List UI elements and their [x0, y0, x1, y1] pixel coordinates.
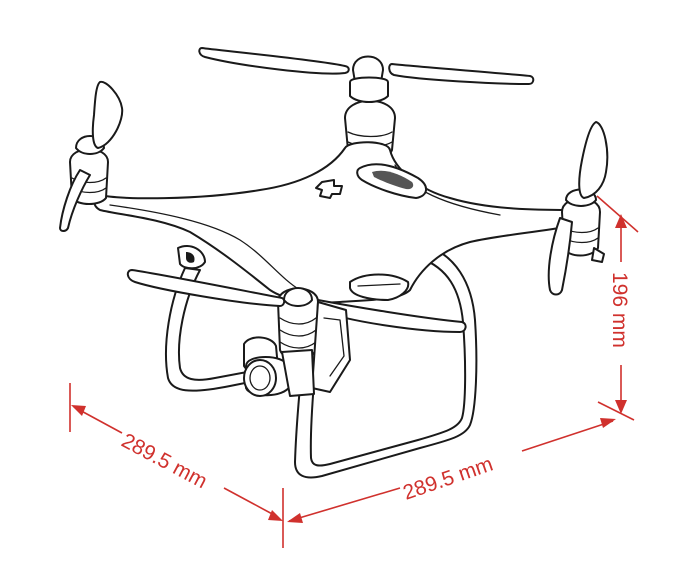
motor-front-right: [561, 188, 605, 263]
dimension-height: 196 mm: [596, 195, 639, 421]
width-arrow-start: [287, 513, 303, 523]
propeller-rear-right: [59, 80, 124, 232]
width-line-a: [288, 487, 401, 522]
propeller-front-right: [547, 121, 609, 296]
depth-line-b: [223, 487, 277, 517]
width-line-b: [521, 420, 614, 452]
drone-body: [93, 141, 578, 304]
gimbal-camera: [243, 301, 351, 397]
depth-label: 289.5 mm: [118, 429, 211, 493]
logo-mark: [315, 179, 343, 199]
height-extension-bottom: [597, 401, 635, 421]
height-arrow-top: [615, 214, 627, 228]
drone-illustration: [59, 47, 609, 479]
dimension-depth: 289.5 mm: [69, 383, 283, 521]
propeller-rear-left: [198, 47, 535, 85]
width-arrow-end: [600, 418, 616, 428]
height-arrow-bottom: [615, 400, 627, 414]
width-label: 289.5 mm: [400, 453, 496, 505]
vent-grille: [372, 170, 414, 190]
height-extension-top: [596, 195, 639, 233]
depth-arrow-end: [268, 510, 283, 521]
height-label: 196 mm: [608, 272, 631, 348]
depth-arrow-start: [71, 405, 86, 416]
propeller-front-left: [126, 269, 467, 333]
